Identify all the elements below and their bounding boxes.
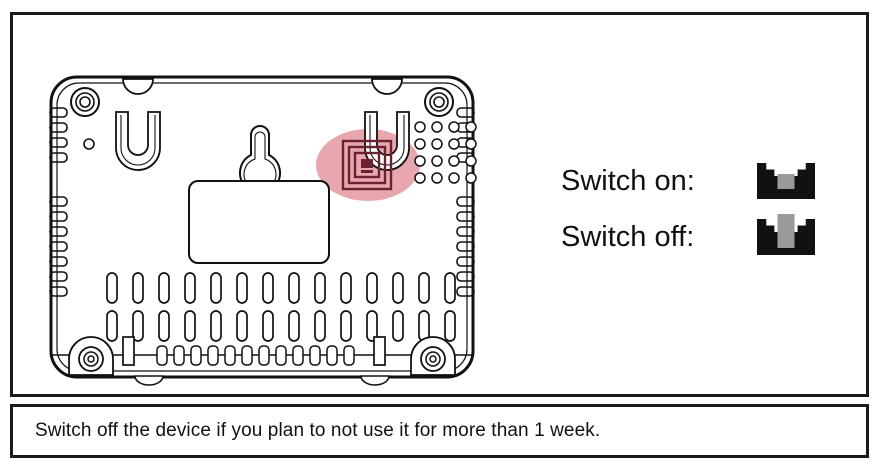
screw-hole-top-left <box>70 87 100 117</box>
foot-bottom-left <box>68 336 114 376</box>
label-panel <box>188 180 330 264</box>
rocker-tab <box>777 214 795 248</box>
switch-state-legend: Switch on: Switch off: <box>561 153 831 265</box>
rocker-switch-on-icon <box>757 163 815 199</box>
switch-off-label: Switch off: <box>561 220 695 253</box>
rubber-foot-left <box>134 375 164 386</box>
bottom-edge-tabs <box>156 345 355 366</box>
device-rear-view <box>39 49 529 389</box>
rocker-switch-off-icon <box>757 214 815 255</box>
power-switch-icon[interactable] <box>341 139 393 191</box>
rocker-tab <box>777 174 795 189</box>
top-notch-left <box>122 78 154 95</box>
device-body-outline <box>49 75 475 379</box>
indicator-dot-left <box>83 138 95 150</box>
legend-row-switch-on: Switch on: <box>561 153 831 209</box>
dot-grid <box>414 121 477 184</box>
vent-tabs-right <box>456 107 475 297</box>
device-illustration <box>49 75 477 386</box>
note-panel: Switch off the device if you plan to not… <box>10 404 869 458</box>
bottom-post-right <box>373 336 386 366</box>
switch-on-label: Switch on: <box>561 164 695 197</box>
vent-slots-row-1 <box>106 272 456 304</box>
device-body-inner-edge <box>56 82 468 372</box>
screw-hole-top-right <box>424 87 454 117</box>
vent-tabs-left <box>49 107 68 297</box>
illustration-panel: Switch on: Switch off: <box>10 12 869 397</box>
vent-slots-row-2 <box>106 310 456 342</box>
bottom-post-left <box>122 336 135 366</box>
note-text: Switch off the device if you plan to not… <box>35 420 601 441</box>
rubber-foot-right <box>360 375 390 386</box>
top-notch-right <box>371 78 403 95</box>
foot-bottom-right <box>410 336 456 376</box>
legend-row-switch-off: Switch off: <box>561 209 831 265</box>
keyhole-mount-left <box>115 111 161 171</box>
